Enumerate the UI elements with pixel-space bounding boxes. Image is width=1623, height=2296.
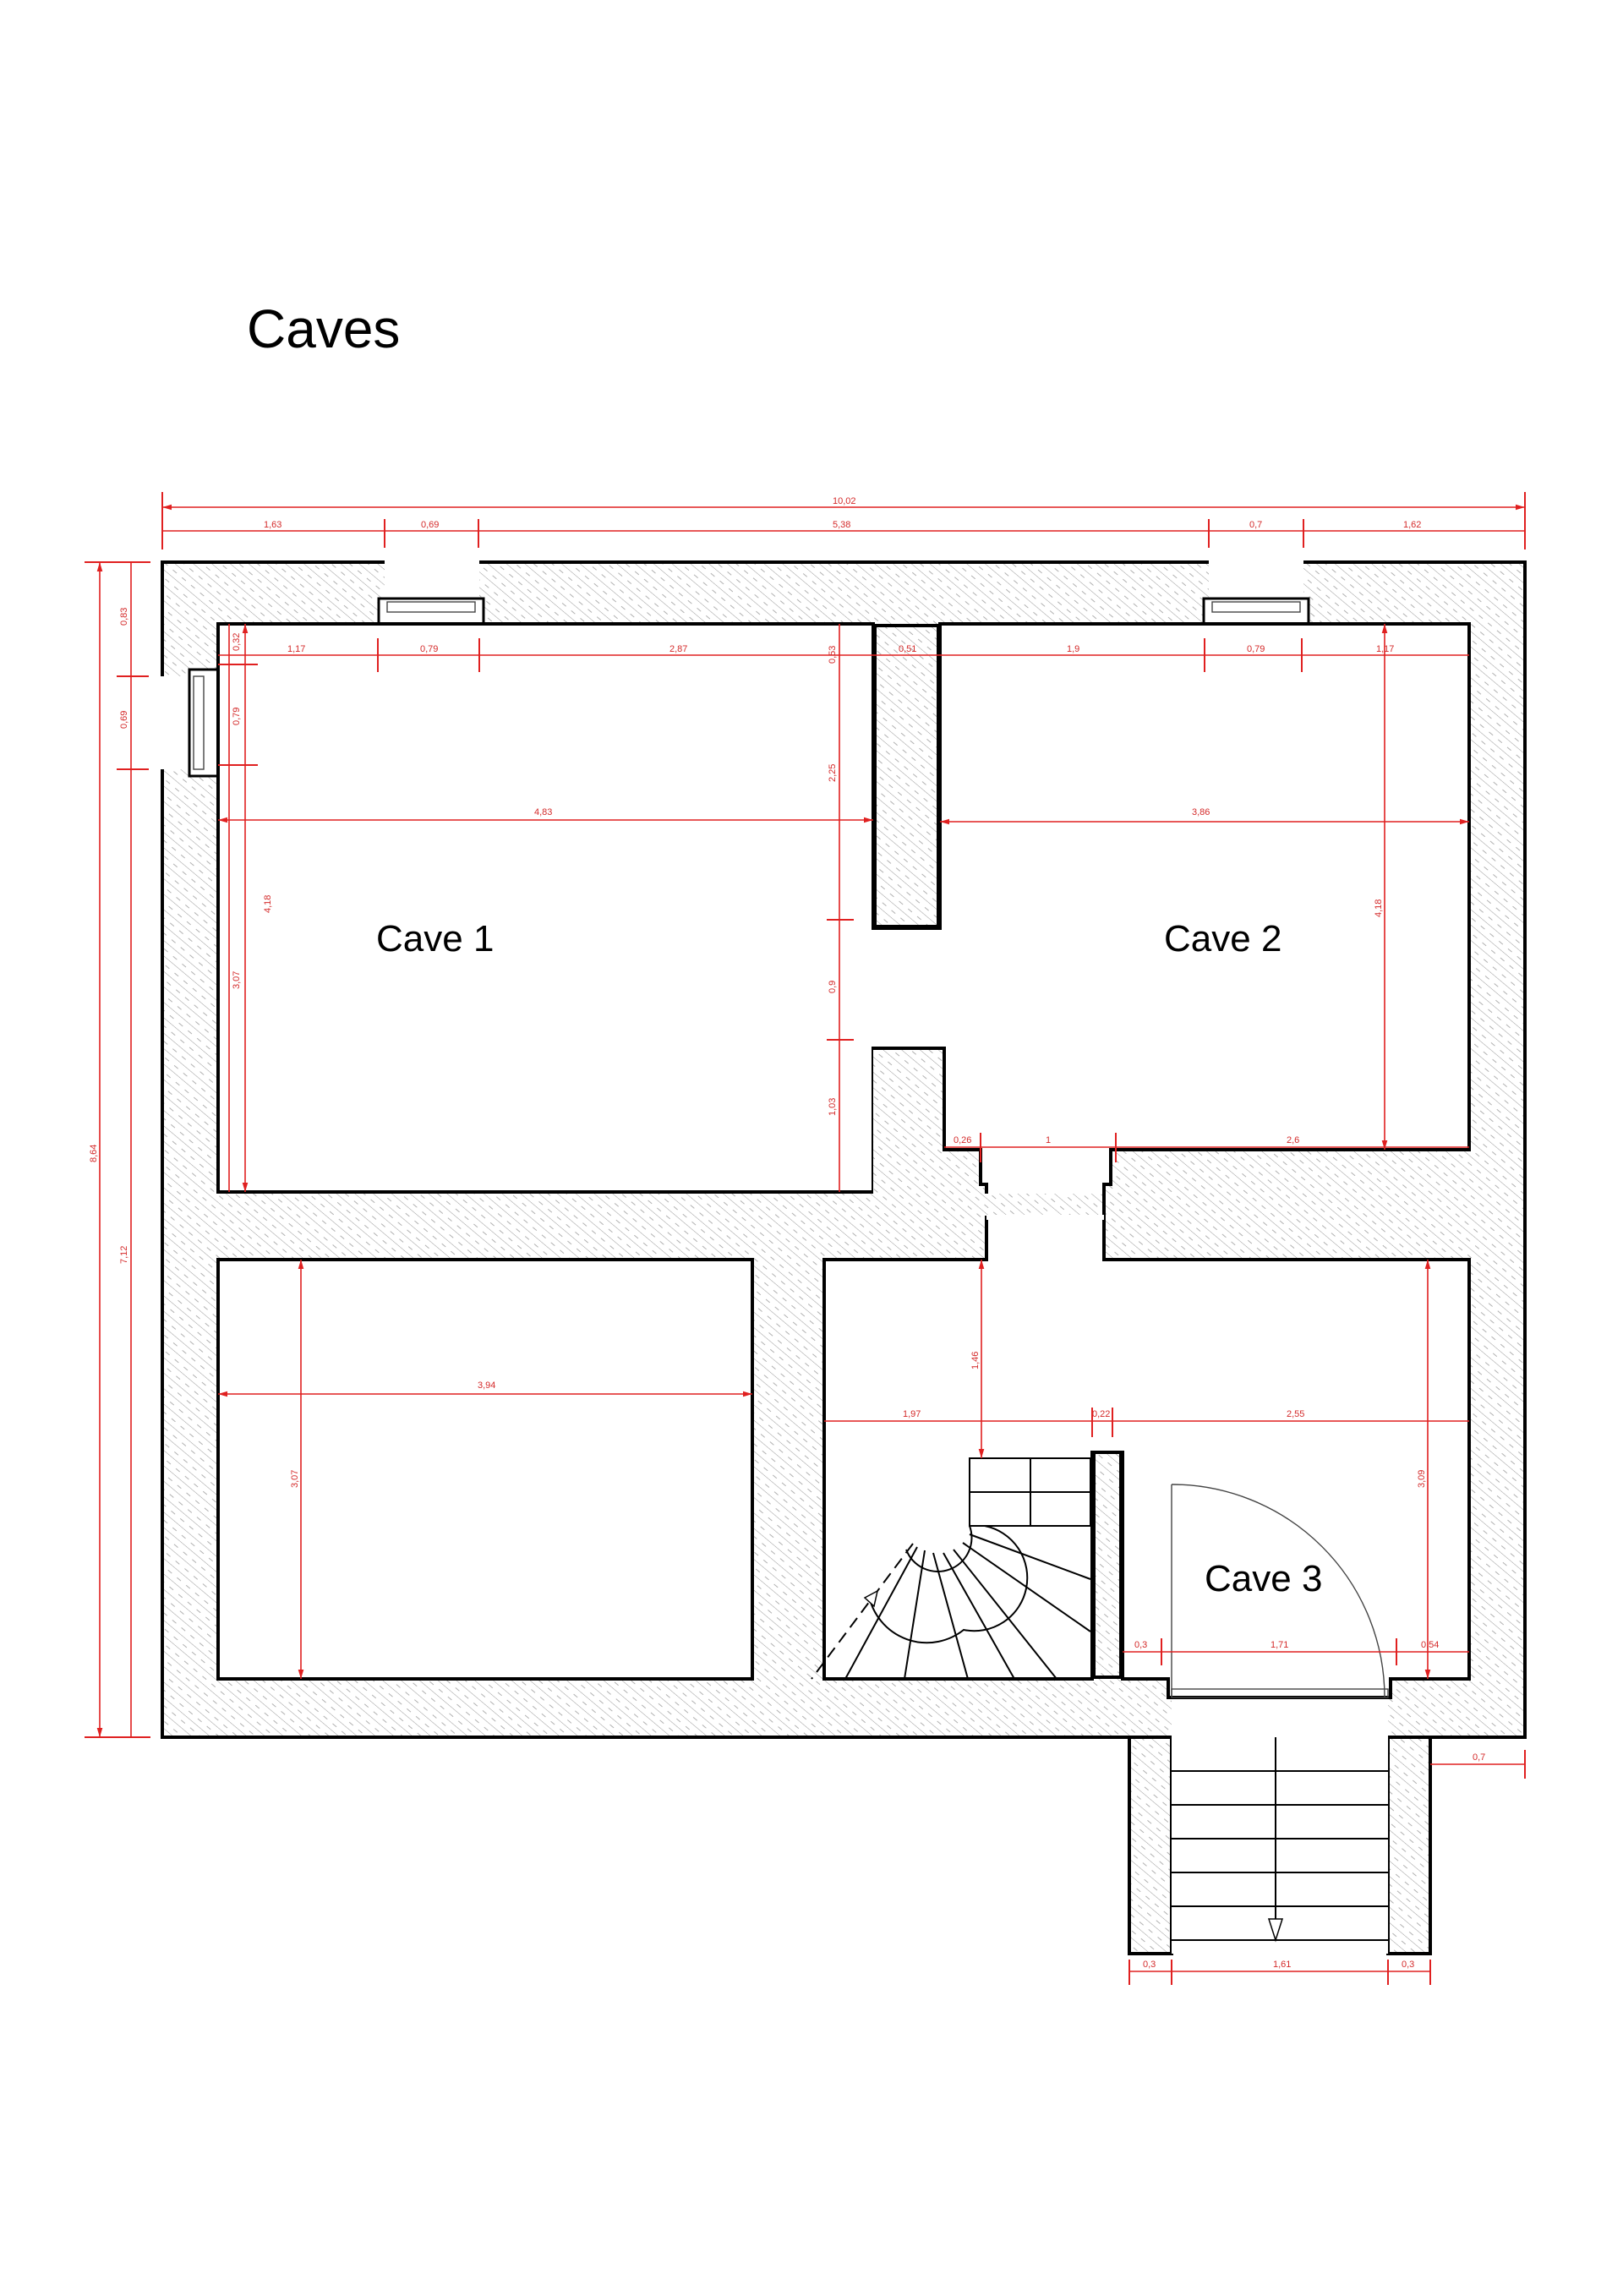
svg-text:1,61: 1,61 <box>1273 1960 1291 1970</box>
spiral-staircase <box>811 1457 1091 1680</box>
down-arrow-icon <box>1267 1918 1284 1943</box>
svg-text:0,22: 0,22 <box>1092 1409 1110 1419</box>
window-top-right <box>1202 597 1310 626</box>
svg-text:2,6: 2,6 <box>1287 1135 1299 1145</box>
svg-text:0,7: 0,7 <box>1249 520 1262 530</box>
svg-text:1,9: 1,9 <box>1067 644 1079 654</box>
svg-text:0,3: 0,3 <box>1143 1960 1156 1970</box>
svg-text:7,12: 7,12 <box>119 1246 129 1264</box>
svg-text:1: 1 <box>1046 1135 1051 1145</box>
window-top-left <box>377 597 485 626</box>
room-label-cave-1: Cave 1 <box>376 918 494 959</box>
svg-text:4,18: 4,18 <box>1374 899 1384 917</box>
svg-text:4,83: 4,83 <box>534 807 552 817</box>
room-label-cave-2: Cave 2 <box>1164 918 1281 959</box>
window-left <box>188 668 221 778</box>
svg-text:3,07: 3,07 <box>232 971 242 989</box>
svg-text:1,17: 1,17 <box>287 644 305 654</box>
svg-text:1,71: 1,71 <box>1271 1640 1288 1650</box>
svg-text:0,51: 0,51 <box>899 644 916 654</box>
svg-text:1,03: 1,03 <box>828 1098 838 1116</box>
svg-text:3,07: 3,07 <box>290 1470 300 1488</box>
svg-text:0,53: 0,53 <box>828 646 838 664</box>
svg-text:10,02: 10,02 <box>833 496 856 506</box>
svg-text:1,62: 1,62 <box>1403 520 1421 530</box>
svg-text:3,86: 3,86 <box>1192 807 1210 817</box>
svg-text:0,9: 0,9 <box>828 981 838 993</box>
svg-text:0,3: 0,3 <box>1402 1960 1414 1970</box>
svg-text:4,18: 4,18 <box>263 895 273 913</box>
door-cave-3[interactable] <box>1171 1484 1389 1698</box>
svg-text:2,25: 2,25 <box>828 764 838 782</box>
entry-staircase <box>1172 1737 1388 1954</box>
svg-text:0,69: 0,69 <box>421 520 439 530</box>
svg-text:2,87: 2,87 <box>669 644 687 654</box>
svg-text:1,46: 1,46 <box>970 1352 981 1369</box>
svg-text:0,54: 0,54 <box>1421 1640 1439 1650</box>
svg-text:5,38: 5,38 <box>833 520 850 530</box>
svg-text:0,79: 0,79 <box>232 708 242 725</box>
svg-text:0,79: 0,79 <box>1247 644 1265 654</box>
svg-text:1,63: 1,63 <box>264 520 281 530</box>
svg-text:3,94: 3,94 <box>478 1380 495 1391</box>
svg-text:0,26: 0,26 <box>954 1135 971 1145</box>
stair-direction-arrow-icon <box>863 1589 879 1608</box>
svg-text:3,09: 3,09 <box>1417 1470 1427 1488</box>
svg-text:8,64: 8,64 <box>89 1145 99 1162</box>
svg-text:0,3: 0,3 <box>1134 1640 1147 1650</box>
svg-text:0,79: 0,79 <box>420 644 438 654</box>
svg-text:0,83: 0,83 <box>119 608 129 626</box>
dimensions: 10,02 1,63 0,69 5,38 0,7 1,62 8,64 0,83 … <box>85 492 1526 1985</box>
svg-text:2,55: 2,55 <box>1287 1409 1304 1419</box>
drawing-title: Caves <box>247 298 401 359</box>
storage-room <box>216 1258 754 1681</box>
svg-text:0,7: 0,7 <box>1473 1752 1485 1763</box>
svg-text:1,97: 1,97 <box>903 1409 921 1419</box>
svg-text:0,69: 0,69 <box>119 711 129 729</box>
room-label-cave-3: Cave 3 <box>1205 1558 1322 1599</box>
svg-text:0,32: 0,32 <box>232 633 242 651</box>
